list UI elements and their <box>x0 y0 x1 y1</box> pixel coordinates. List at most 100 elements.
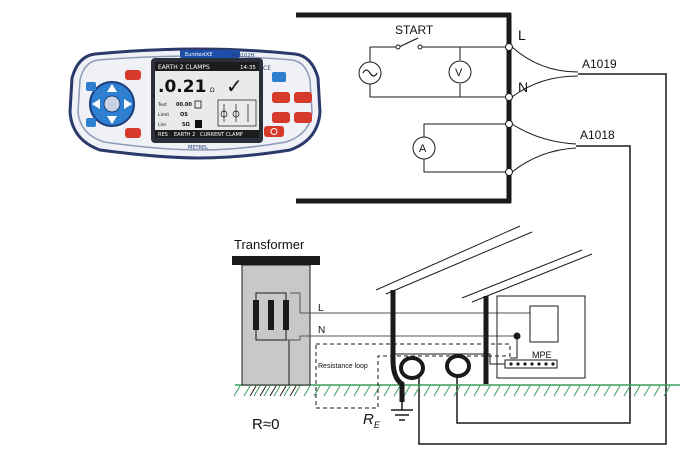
model-label: MI3102H <box>232 53 255 59</box>
a1018-lead-lower <box>511 147 577 173</box>
left-side-key-2[interactable] <box>86 118 96 127</box>
screen-row-2-label: Limit <box>158 112 169 118</box>
screen-time: 14:35 <box>240 65 256 71</box>
resistance-loop-label: Resistance loop <box>318 363 368 370</box>
a1018-lead-run <box>456 145 631 424</box>
a1019-lead-run <box>418 73 667 445</box>
transformer-body <box>241 264 311 386</box>
start-switch-blade[interactable] <box>398 37 419 48</box>
transformer-bottom-wire <box>255 330 287 341</box>
screen-row-3-label: Lim <box>158 122 166 128</box>
a1019-lead-lower <box>511 75 579 98</box>
pe-wire <box>510 339 518 359</box>
ground-hatching <box>233 385 671 397</box>
bus-n-label: N <box>518 79 528 95</box>
menu-button[interactable] <box>264 126 284 137</box>
clamp-a1018-label: A1018 <box>580 128 615 142</box>
voltmeter-symbol: V <box>455 67 463 79</box>
arrow-right-icon[interactable] <box>124 99 132 109</box>
softkey-3[interactable]: CURRENT CLAMP <box>200 132 243 138</box>
arrow-down-icon[interactable] <box>107 116 117 124</box>
screen-row-2-value: OS <box>180 112 188 118</box>
resistance-loop-boundary <box>315 343 511 409</box>
a1018-lead-upper <box>511 123 577 145</box>
softkey-1[interactable]: RES <box>158 132 168 138</box>
start-label: START <box>395 23 434 37</box>
down-conductor <box>390 290 405 402</box>
transformer-coil-1 <box>253 300 259 330</box>
clamp-diagram-icon <box>217 99 257 127</box>
rcl-button[interactable] <box>272 112 290 123</box>
bus-l-label: L <box>518 27 526 43</box>
softkey-2[interactable]: EARTH 2 <box>174 132 195 138</box>
transformer-earth-electrode <box>249 385 297 397</box>
screen-row-1-label: Test <box>157 102 167 108</box>
clamp-a1018[interactable] <box>445 354 471 378</box>
transformer-coil-3 <box>283 300 289 330</box>
switch-contact-right <box>417 44 423 50</box>
installation <box>232 225 680 421</box>
main-reading-unit: Ω <box>210 87 215 94</box>
screen-header-text: EARTH 2 CLAMPS <box>158 64 210 71</box>
device-inner-rim <box>77 55 313 151</box>
roof-line-1 <box>375 225 521 291</box>
re-label-main: R <box>363 411 374 428</box>
screen-row-3-value: 5Ω <box>182 122 190 128</box>
mem-button[interactable] <box>272 92 290 103</box>
roof-line-4 <box>471 253 593 303</box>
screen-selector-box[interactable] <box>194 100 202 109</box>
ammeter-symbol: A <box>419 143 427 155</box>
measuring-instrument: EARTH 2 CLAMPS 14:35 .0.21 Ω ✓ Test 00.0… <box>68 47 322 160</box>
line-n-label: N <box>318 325 325 336</box>
distribution-cabinet <box>496 295 586 379</box>
ce-mark: CE <box>263 65 271 72</box>
roof-line-3 <box>461 249 583 299</box>
terminal-1 <box>505 43 513 51</box>
brand-label: EurotestXE <box>185 52 213 58</box>
ammeter-loop-wire <box>423 123 509 173</box>
cabinet-n-terminal <box>513 332 521 340</box>
mpe-to-down-conductor-wire <box>393 353 505 365</box>
r-approx-zero-label: R≈0 <box>252 416 279 433</box>
transformer-coil-2 <box>268 300 274 330</box>
roof-line-2 <box>385 231 533 295</box>
brand-strip <box>180 50 240 58</box>
earth-symbol <box>391 409 413 421</box>
mpe-label: MPE <box>532 350 552 360</box>
transformer-star-wire <box>255 292 287 300</box>
transformer-label: Transformer <box>234 237 305 252</box>
re-label-subscript: E <box>374 420 381 430</box>
screen-header-bar <box>155 62 259 71</box>
switch-contact-left <box>395 44 401 50</box>
terminal-2 <box>505 93 513 101</box>
arrow-left-icon[interactable] <box>92 99 100 109</box>
line-n-wire <box>286 335 517 341</box>
left-side-key-1[interactable] <box>86 82 96 91</box>
a1019-lead-upper <box>511 46 579 73</box>
measurement-circuit <box>296 12 667 445</box>
start-loop-wire <box>369 47 509 98</box>
footer-brand-label: METREL <box>188 145 208 151</box>
mpe-busbar-terminals <box>509 362 555 366</box>
test-button[interactable] <box>294 92 312 103</box>
voltmeter <box>448 60 472 84</box>
transformer-roof <box>232 256 320 265</box>
pass-check-icon: ✓ <box>226 74 243 98</box>
terminal-3 <box>505 120 513 128</box>
re-label: RE <box>363 411 381 430</box>
cal-button[interactable] <box>294 112 312 123</box>
power-icon[interactable] <box>270 128 278 135</box>
ac-source-wave-icon <box>362 69 378 77</box>
arrow-up-icon[interactable] <box>107 84 117 92</box>
clamp-a1019-label: A1019 <box>582 57 617 71</box>
cabinet-consumer-device <box>529 305 559 343</box>
help-button[interactable] <box>125 128 141 138</box>
clamp-a1019[interactable] <box>399 356 425 380</box>
navigation-center-button[interactable] <box>103 95 121 113</box>
esc-button[interactable] <box>125 70 141 80</box>
right-side-key-1[interactable] <box>272 72 286 82</box>
ammeter <box>412 136 436 160</box>
screen-row-1-value: 00.00 <box>176 102 192 108</box>
line-l-label: L <box>318 303 324 314</box>
